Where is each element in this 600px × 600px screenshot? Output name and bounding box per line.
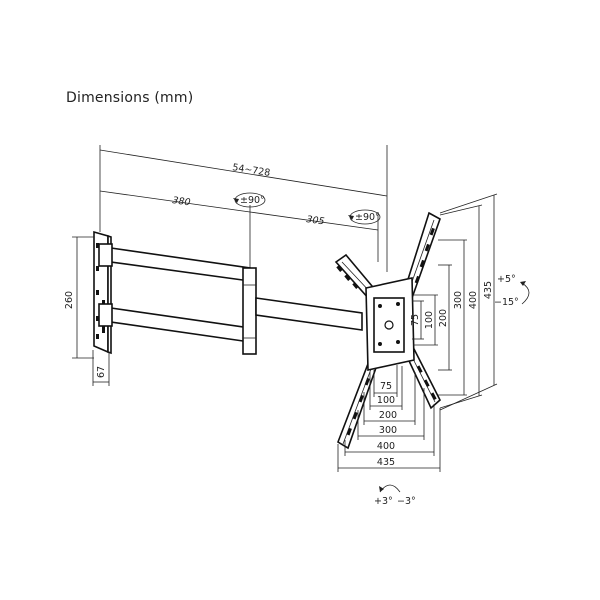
bracket-slots [336, 227, 437, 436]
swivel-b-indicator: ±90° [348, 209, 381, 225]
v75-label: 75 [410, 314, 421, 326]
h100-label: 100 [377, 395, 395, 406]
v100-label: 100 [424, 311, 435, 329]
second-arm [255, 297, 363, 331]
swivel-a-indicator: ±90° [233, 192, 266, 208]
h435-label: 435 [377, 457, 395, 468]
plate-width-label: 67 [96, 366, 107, 378]
tilt-down-label: −15° [494, 297, 519, 308]
h400-label: 400 [377, 441, 395, 452]
tv-bracket [334, 211, 441, 450]
horizontal-vesa-dimensions: 75 100 200 300 400 435 [337, 365, 441, 472]
plate-width-dimension: 67 [92, 350, 110, 386]
plate-height-label: 260 [64, 291, 75, 309]
h200-label: 200 [379, 410, 397, 421]
vertical-vesa-dimensions: 75 100 200 300 400 435 [410, 193, 498, 411]
arm-b-length-label: 305 [306, 214, 325, 227]
v400-label: 400 [468, 291, 479, 309]
elbow-joint [242, 267, 257, 355]
swivel-a-label: ±90° [240, 195, 265, 206]
v300-label: 300 [453, 291, 464, 309]
extension-range-label: 54~728 [232, 162, 271, 179]
v200-label: 200 [438, 309, 449, 327]
bracket-center-plate [365, 277, 415, 371]
arm-a-length-label: 380 [172, 195, 191, 208]
diagram-heading: Dimensions (mm) [66, 90, 194, 106]
h75-label: 75 [380, 381, 392, 392]
h300-label: 300 [379, 425, 397, 436]
v435-label: 435 [483, 281, 494, 299]
first-arm-pair [98, 243, 251, 343]
rotation-indicator: +3° −3° [374, 484, 416, 507]
tilt-up-label: +5° [497, 274, 516, 285]
swivel-b-label: ±90° [355, 212, 380, 223]
arm-length-dimensions: 380 305 [99, 190, 379, 270]
rotate-plus-label: +3° [374, 496, 393, 507]
plate-height-dimension: 260 [64, 236, 94, 359]
tilt-indicator: +5° −15° [494, 274, 530, 308]
rotate-minus-label: −3° [397, 496, 416, 507]
